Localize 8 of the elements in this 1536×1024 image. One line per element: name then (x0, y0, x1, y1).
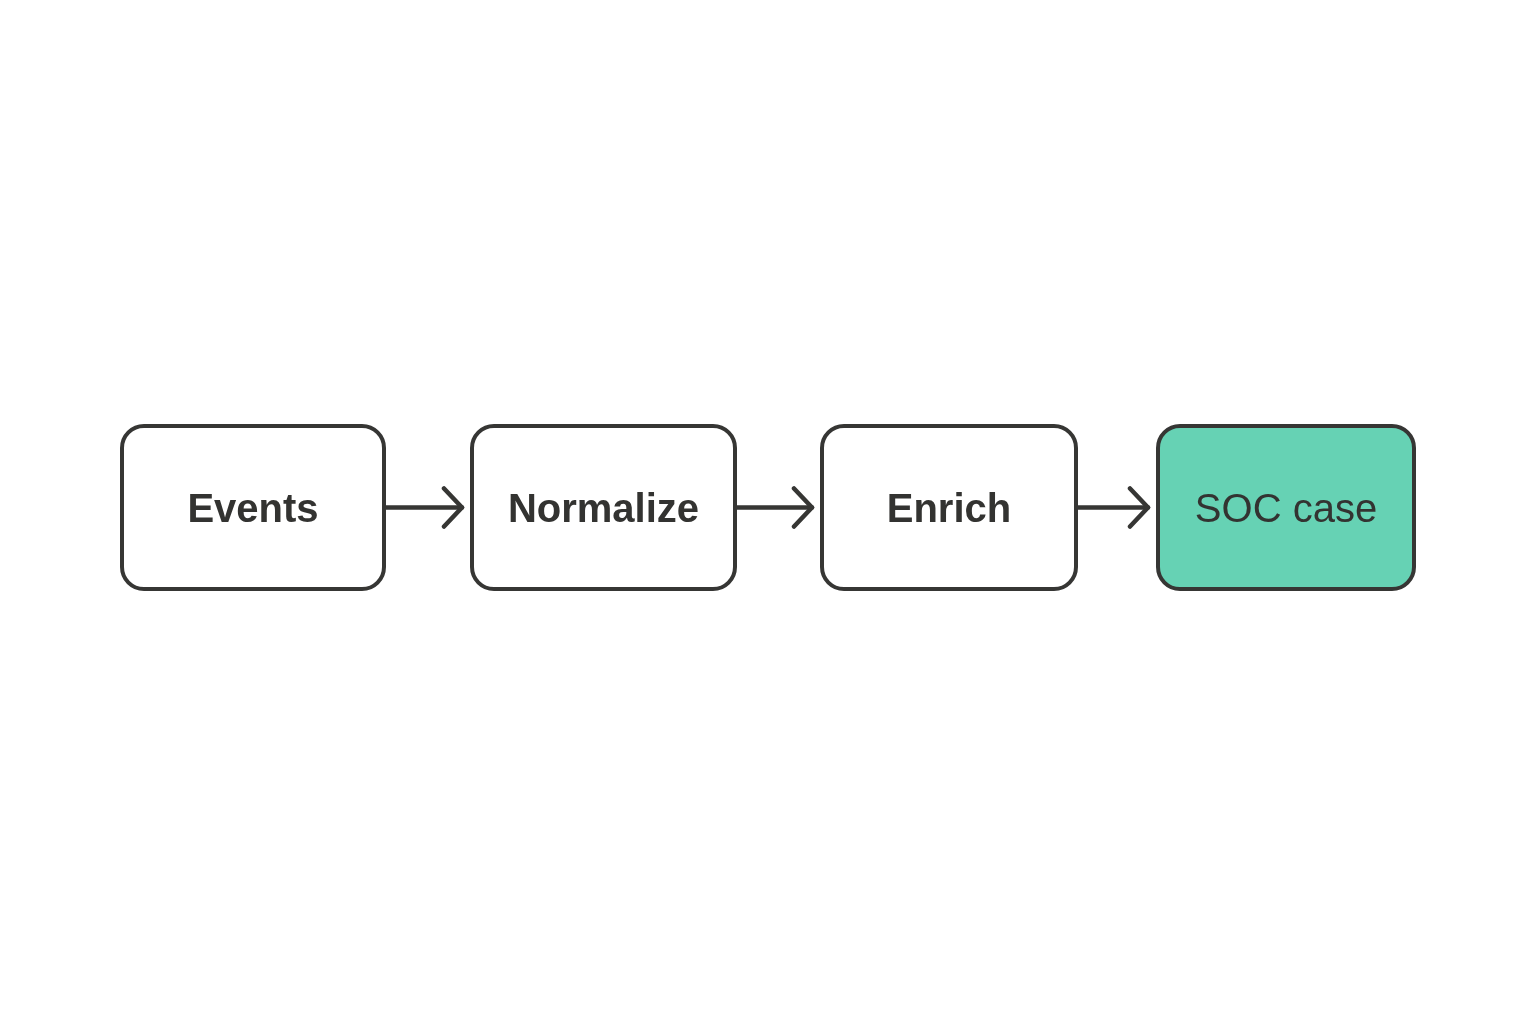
box-label: SOC case (1194, 484, 1378, 531)
box-label: Normalize (507, 484, 700, 531)
box-label: Enrich (886, 484, 1012, 531)
process-box (1156, 424, 1416, 591)
process-box (470, 424, 737, 591)
process-box (820, 424, 1078, 591)
process-box (120, 424, 386, 591)
box-label: Events (187, 484, 319, 531)
